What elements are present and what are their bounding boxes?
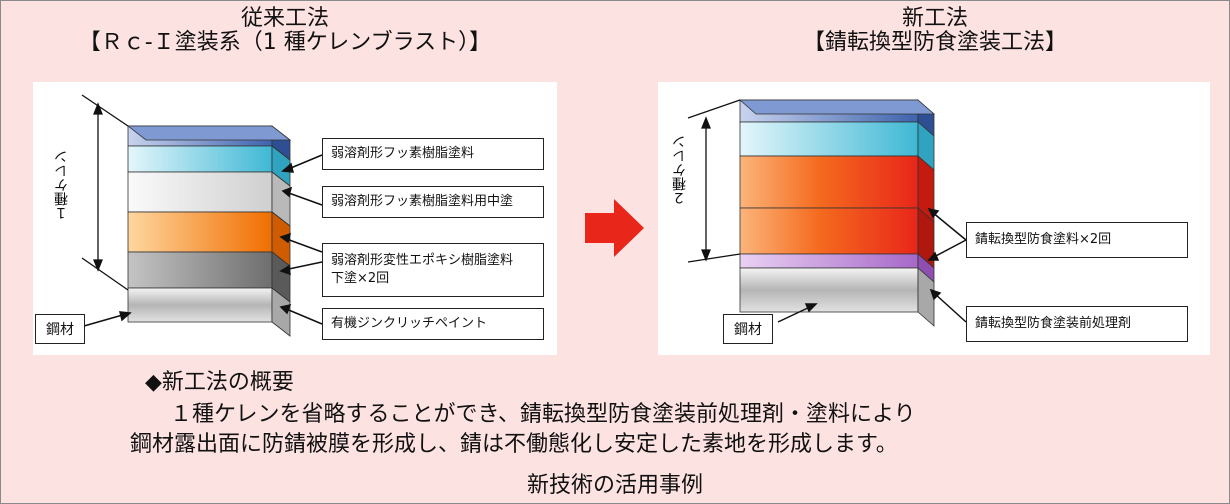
summary-line-2: 鋼材露出面に防錆被膜を形成し、錆は不働態化し安定した素地を形成します。 (130, 432, 898, 457)
new-steel-block (739, 267, 919, 313)
new-label-pretreatment: 錆転換型防食塗装前処理剤 (966, 306, 1188, 342)
summary-heading: ◆新工法の概要 (145, 370, 294, 395)
new-layer-stack (738, 99, 936, 327)
old-label-topcoat: 弱溶剤形フッ素樹脂塗料 (322, 138, 544, 170)
new-method-subtitle: 【錆転換型防食塗装工法】 (802, 30, 1067, 55)
new-steel-label: 鋼材 (723, 314, 773, 344)
new-leader-lines (777, 207, 967, 323)
old-method-subtitle: 【Ｒｃ-Ｉ塗装系（1 種ケレンブラスト）】 (78, 30, 492, 55)
old-layer-midcoat (127, 145, 273, 173)
old-steel-label: 鋼材 (35, 314, 85, 344)
transition-arrow (585, 199, 644, 257)
new-dimension-marker (687, 99, 741, 263)
new-layer-rust-coat-1 (739, 155, 919, 209)
old-layer-zinc-paint (127, 251, 273, 289)
new-layer-rust-coat-2 (739, 207, 919, 255)
old-label-zinc-paint: 有機ジンクリッチペイント (322, 308, 544, 340)
old-label-undercoat: 弱溶剤形変性エポキシ樹脂塗料 下塗×2回 (322, 243, 544, 297)
new-layer-midcoat (739, 121, 919, 157)
new-dimension-label: ２種ケレン (672, 135, 688, 205)
footer-caption: 新技術の活用事例 (526, 473, 703, 498)
old-layer-primer-white (127, 171, 273, 213)
old-label-midcoat: 弱溶剤形フッ素樹脂塗料用中塗 (322, 186, 544, 218)
new-method-title: 新工法 (901, 6, 968, 31)
old-dimension-marker (81, 94, 129, 291)
summary-line-1: １種ケレンを省略することができ、錆転換型防食塗装前処理剤・塗料により (170, 402, 916, 427)
old-leader-lines (83, 154, 323, 327)
new-layer-pretreatment (739, 253, 919, 269)
old-layer-undercoat (127, 211, 273, 253)
old-dimension-label: １種ケレン (54, 150, 70, 220)
old-layer-stack (126, 125, 292, 337)
old-steel-block (127, 287, 273, 323)
new-label-rust-coat: 錆転換型防食塗料×2回 (966, 222, 1188, 258)
old-method-title: 従来工法 (240, 6, 329, 31)
